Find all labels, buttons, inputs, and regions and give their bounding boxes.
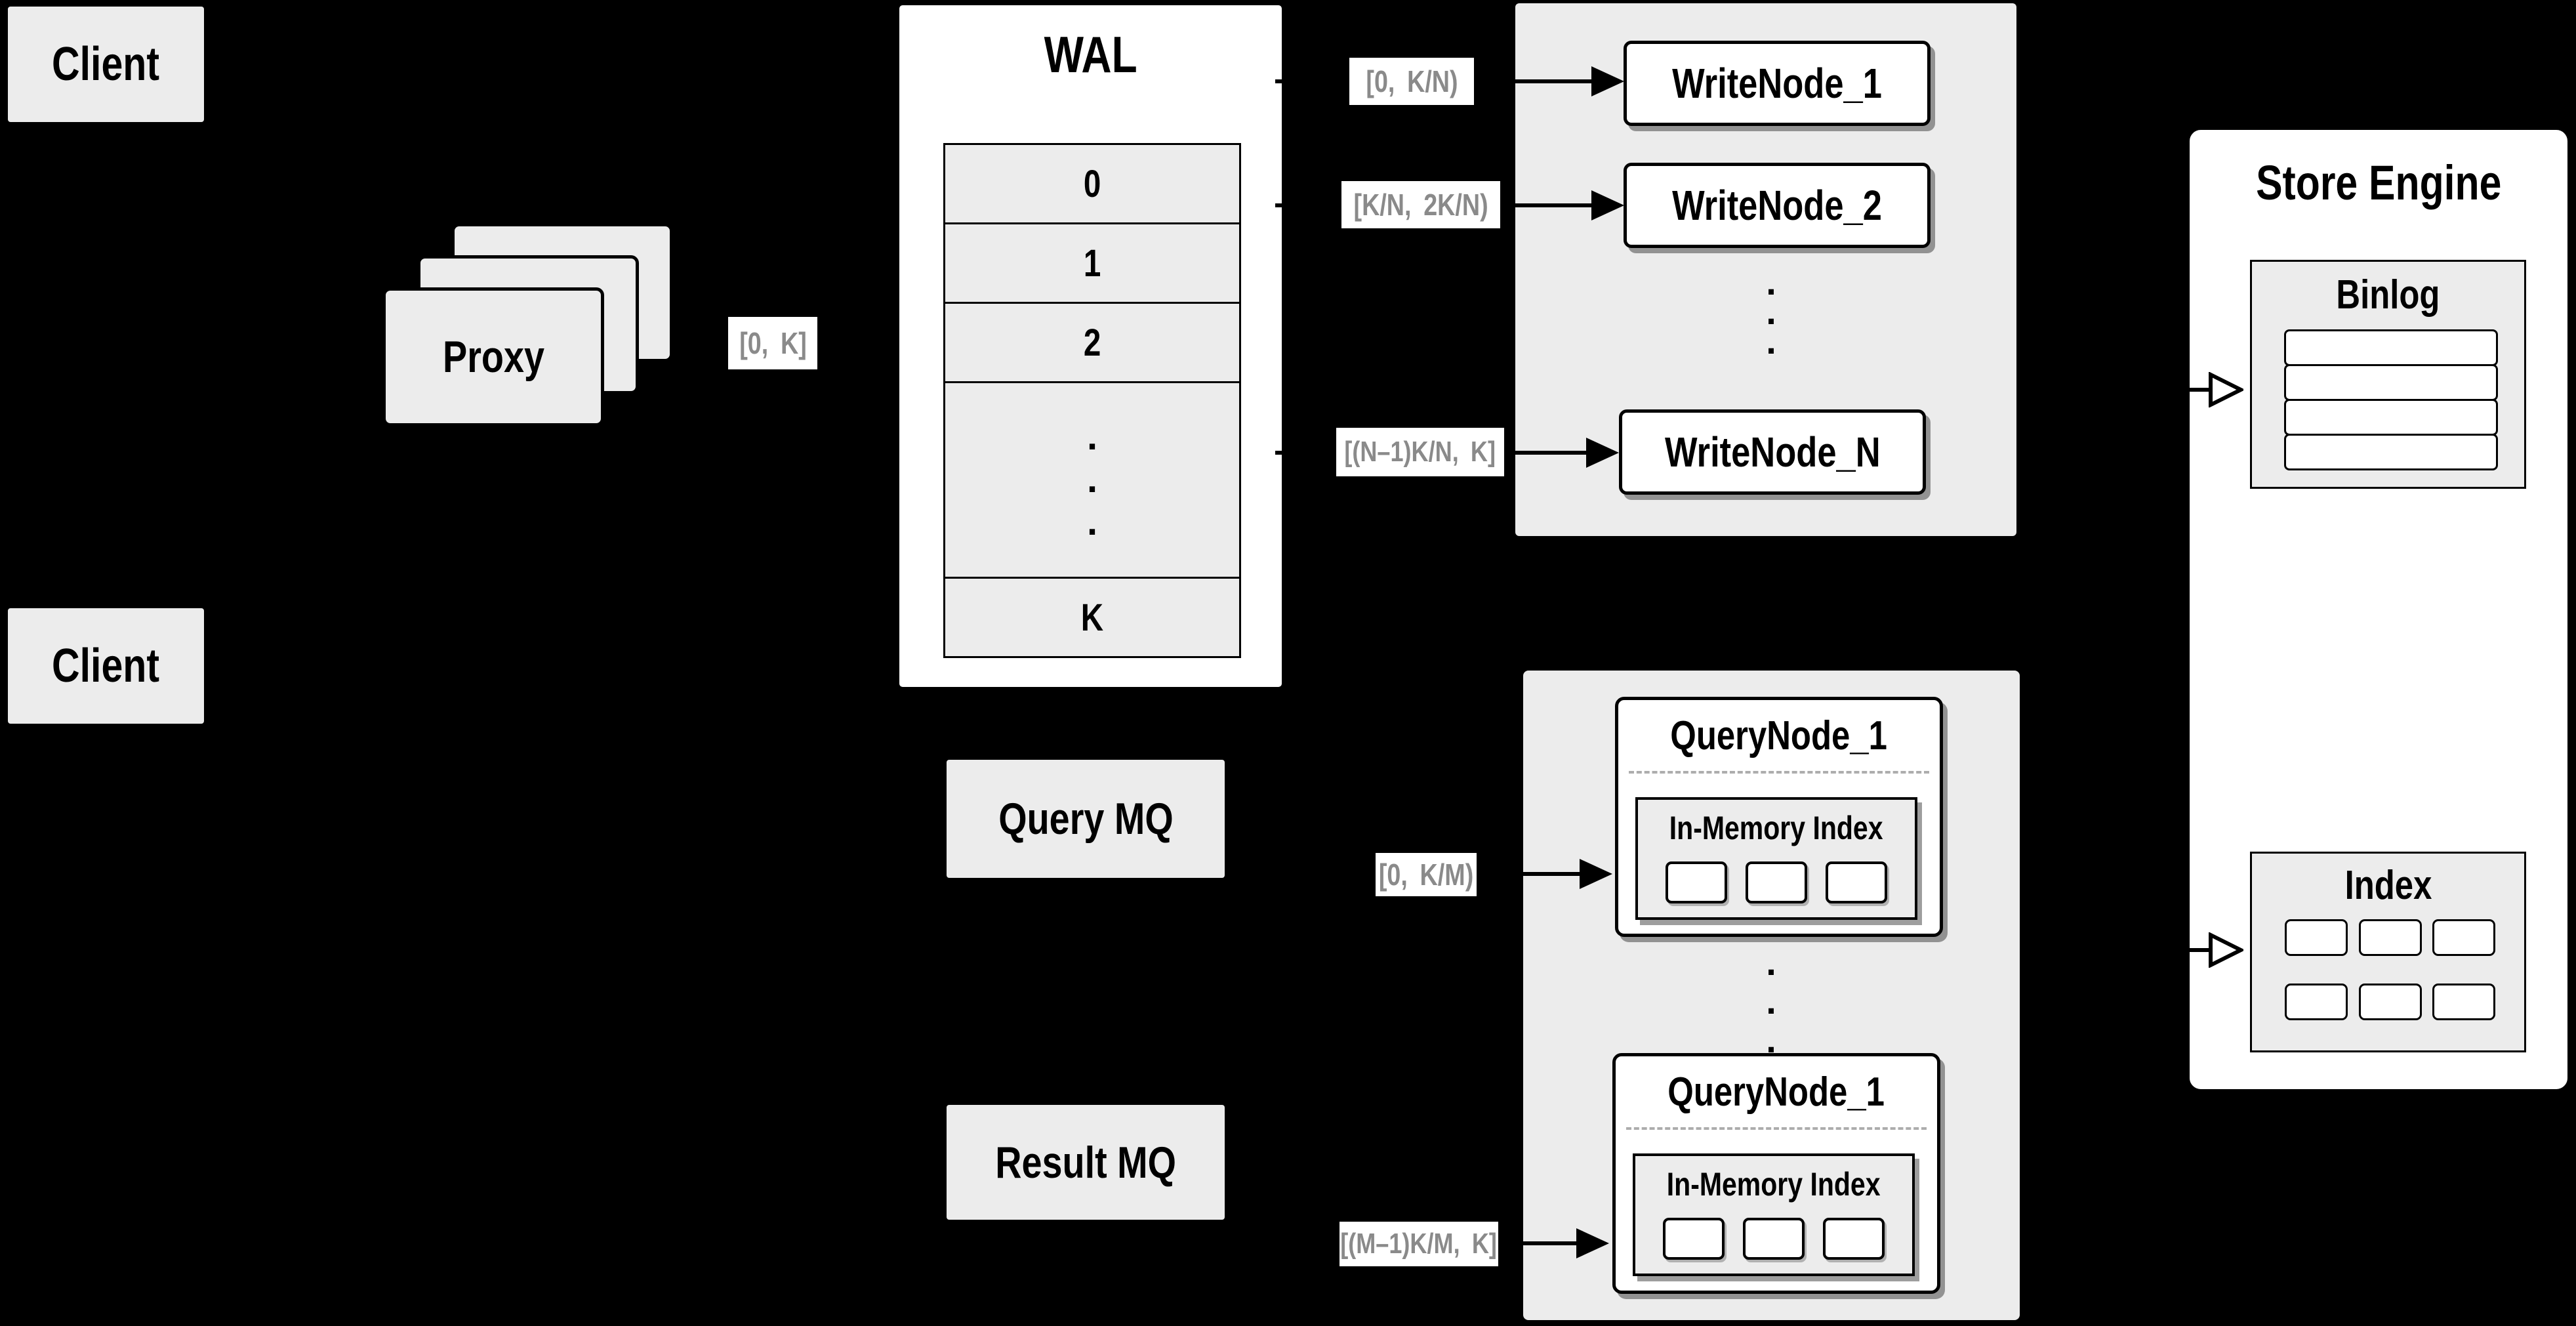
write-node-ellipsis-dots: . . . xyxy=(1766,261,1776,362)
range-label-querynode-1-text: [0, K/M) xyxy=(1378,858,1474,892)
inmemory-title-row: In-Memory Index xyxy=(1638,800,1915,856)
index-segment xyxy=(2285,984,2348,1020)
query-node-1-inmemory-box: In-Memory Index xyxy=(1635,797,1917,920)
query-node-2-title-row: QueryNode_1 xyxy=(1616,1056,1937,1127)
write-node-2-label: WriteNode_2 xyxy=(1672,182,1882,229)
wal-title-row: WAL xyxy=(899,5,1282,104)
binlog-segments xyxy=(2284,329,2498,470)
wal-box: WAL 0 1 2 . . . K xyxy=(897,3,1284,689)
inmemory-segment xyxy=(1826,861,1887,903)
arrow-head-querynode-2 xyxy=(1576,1228,1609,1258)
wal-row-2-label: 2 xyxy=(1083,321,1101,364)
proxy-card-front: Proxy xyxy=(382,287,604,426)
index-title: Index xyxy=(2344,862,2432,908)
binlog-segment xyxy=(2284,329,2498,366)
query-node-1-box: QueryNode_1 In-Memory Index xyxy=(1615,697,1943,937)
write-node-n-label: WriteNode_N xyxy=(1664,428,1881,476)
range-label-querynode-2-text: [(M–1)K/M, K] xyxy=(1340,1228,1498,1260)
proxy-label: Proxy xyxy=(442,332,544,382)
index-segment xyxy=(2432,919,2495,956)
wal-row-0-label: 0 xyxy=(1083,162,1101,205)
range-label-proxy-wal: [0, K] xyxy=(728,317,817,369)
arrow-head-binlog xyxy=(2209,372,2243,407)
range-label-proxy-wal-text: [0, K] xyxy=(739,326,807,360)
result-mq-label: Result MQ xyxy=(995,1137,1176,1188)
range-label-writenode-1: [0, K/N) xyxy=(1349,58,1474,105)
inmemory-segment xyxy=(1666,861,1727,903)
result-mq-box: Result MQ xyxy=(947,1105,1225,1220)
arrow-head-writenode-n xyxy=(1586,438,1619,468)
range-label-writenode-2: [K/N, 2K/N) xyxy=(1341,181,1500,228)
client-top-label: Client xyxy=(52,38,160,91)
arrow-line-index xyxy=(2020,948,2213,952)
query-node-2-inmemory-title: In-Memory Index xyxy=(1667,1166,1881,1203)
inmemory-segments xyxy=(1635,1218,1912,1260)
inmemory-segment xyxy=(1746,861,1807,903)
wal-row-1-label: 1 xyxy=(1083,241,1101,285)
client-bottom-box: Client xyxy=(7,607,205,725)
binlog-box: Binlog xyxy=(2250,260,2526,489)
write-node-n-box: WriteNode_N xyxy=(1619,409,1926,495)
query-node-1-label: QueryNode_1 xyxy=(1670,713,1888,758)
query-node-1-inmemory-title: In-Memory Index xyxy=(1669,810,1883,846)
wal-row-0: 0 xyxy=(945,145,1239,222)
query-node-1-title-row: QueryNode_1 xyxy=(1618,700,1940,771)
binlog-title: Binlog xyxy=(2336,272,2440,318)
write-node-2-box: WriteNode_2 xyxy=(1624,163,1931,248)
arrow-head-writenode-1 xyxy=(1591,66,1624,96)
index-segment xyxy=(2285,919,2348,956)
binlog-segment xyxy=(2284,399,2498,436)
store-engine-box: Store Engine Binlog Index xyxy=(2188,128,2569,1091)
index-segment xyxy=(2358,984,2422,1020)
range-label-querynode-1: [0, K/M) xyxy=(1376,853,1477,896)
query-node-2-divider xyxy=(1626,1127,1927,1130)
write-node-1-label: WriteNode_1 xyxy=(1672,60,1882,107)
index-box: Index xyxy=(2250,852,2526,1052)
arrow-head-writenode-2 xyxy=(1591,190,1624,220)
wal-row-ellipsis: . . . xyxy=(945,381,1239,577)
index-title-row: Index xyxy=(2252,854,2524,917)
arrow-line-querynode-1 xyxy=(1376,872,1581,876)
range-label-writenode-1-text: [0, K/N) xyxy=(1365,64,1458,98)
inmemory-segments xyxy=(1638,861,1915,903)
range-label-writenode-2-text: [K/N, 2K/N) xyxy=(1353,188,1488,222)
query-mq-box: Query MQ xyxy=(947,760,1225,878)
range-label-writenode-n: [(N–1)K/N, K] xyxy=(1336,428,1504,476)
index-chips xyxy=(2285,919,2495,1020)
query-node-2-inmemory-box: In-Memory Index xyxy=(1633,1153,1915,1276)
index-segment xyxy=(2358,919,2422,956)
arrow-line-binlog xyxy=(2016,388,2213,392)
wal-row-2: 2 xyxy=(945,302,1239,381)
query-node-1-divider xyxy=(1629,771,1929,774)
binlog-segment xyxy=(2284,434,2498,470)
query-mq-label: Query MQ xyxy=(998,794,1174,844)
wal-table: 0 1 2 . . . K xyxy=(943,143,1241,658)
range-label-writenode-n-text: [(N–1)K/N, K] xyxy=(1344,436,1496,468)
binlog-title-row: Binlog xyxy=(2252,262,2524,327)
inmemory-title-row: In-Memory Index xyxy=(1635,1156,1912,1212)
index-segment xyxy=(2432,984,2495,1020)
wal-title: WAL xyxy=(1044,25,1137,83)
range-label-querynode-2: [(M–1)K/M, K] xyxy=(1339,1222,1498,1266)
wal-row-k: K xyxy=(945,577,1239,656)
arrow-head-index xyxy=(2209,932,2243,968)
arrow-head-querynode-1 xyxy=(1580,859,1612,889)
binlog-segment xyxy=(2284,364,2498,401)
inmemory-segment xyxy=(1743,1218,1805,1260)
inmemory-segment xyxy=(1663,1218,1725,1260)
query-node-2-label: QueryNode_1 xyxy=(1667,1069,1885,1115)
inmemory-segment xyxy=(1823,1218,1885,1260)
client-top-box: Client xyxy=(7,5,205,123)
query-node-2-box: QueryNode_1 In-Memory Index xyxy=(1612,1053,1940,1294)
store-engine-title-row: Store Engine xyxy=(2190,130,2567,235)
write-node-1-box: WriteNode_1 xyxy=(1624,41,1931,126)
wal-ellipsis-dots: . . . xyxy=(1086,415,1098,543)
query-node-ellipsis-dots: . . . xyxy=(1766,942,1776,1060)
wal-row-k-label: K xyxy=(1080,596,1104,639)
client-bottom-label: Client xyxy=(52,640,160,692)
store-engine-title: Store Engine xyxy=(2255,155,2502,210)
wal-row-1: 1 xyxy=(945,222,1239,302)
